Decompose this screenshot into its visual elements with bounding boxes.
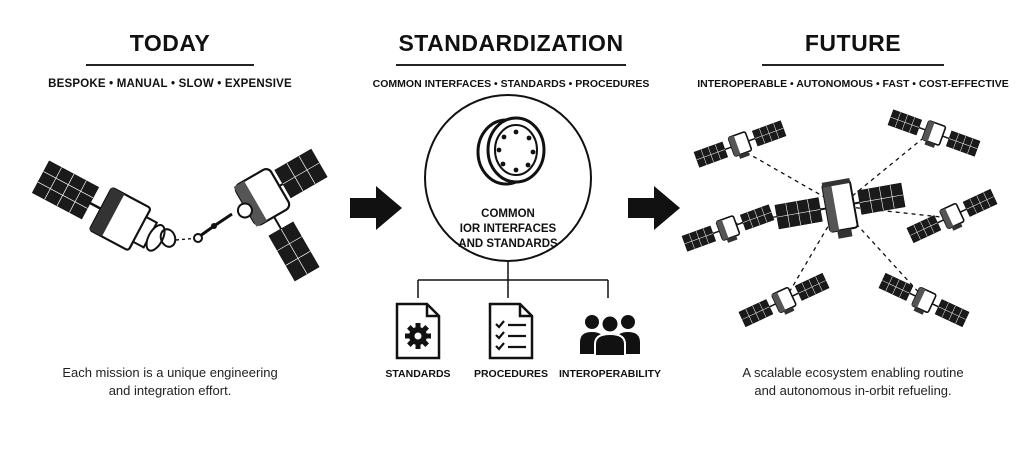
item-label-standards: STANDARDS — [385, 368, 451, 380]
satellite-icon — [875, 270, 971, 333]
circle-label-line: COMMON — [481, 208, 535, 220]
document-gear-icon — [395, 302, 441, 360]
caption-line: A scalable ecosystem enabling routine — [742, 365, 964, 380]
circle-label-line: IOR INTERFACES — [459, 223, 557, 235]
panel-future: FUTURE INTEROPERABLE • AUTONOMOUS • FAST… — [680, 0, 1024, 456]
satellite-network-illustration — [680, 107, 1001, 333]
satellite-icon — [692, 118, 789, 174]
panel-caption: Each mission is a unique engineering and… — [0, 364, 340, 400]
checklist-icon — [488, 302, 534, 360]
caption-line: and integration effort. — [108, 383, 232, 398]
circle-label: COMMON IOR INTERFACES AND STANDARDS — [424, 207, 592, 252]
satellite-icon — [737, 270, 833, 333]
title-rule — [762, 64, 944, 66]
panel-today: TODAY BESPOKE • MANUAL • SLOW • EXPENSIV… — [0, 0, 340, 456]
item-label-procedures: PROCEDURES — [473, 368, 549, 380]
panel-subtitle: BESPOKE • MANUAL • SLOW • EXPENSIVE — [48, 78, 292, 90]
arrow-right-icon — [628, 186, 680, 230]
satellite-icon — [771, 168, 910, 250]
docking-port-icon — [476, 116, 546, 186]
panel-standardization: STANDARDIZATION COMMON INTERFACES • STAN… — [340, 0, 682, 456]
satellite-icon — [905, 186, 1001, 249]
people-group-icon — [580, 314, 640, 357]
panel-title: STANDARDIZATION — [398, 30, 624, 56]
satellite-icon — [233, 148, 328, 282]
panel-caption: A scalable ecosystem enabling routine an… — [682, 364, 1024, 400]
arrow-right-icon — [350, 186, 402, 230]
panel-title: TODAY — [129, 30, 211, 56]
satellite-icon — [31, 160, 166, 252]
panel-subtitle: INTEROPERABLE • AUTONOMOUS • FAST • COST… — [697, 78, 1009, 90]
title-rule — [86, 64, 254, 66]
title-rule — [396, 64, 626, 66]
circle-label-line: AND STANDARDS — [458, 238, 558, 250]
satellite-icon — [885, 107, 982, 163]
panel-subtitle: COMMON INTERFACES • STANDARDS • PROCEDUR… — [372, 78, 650, 90]
item-label-interoperability: INTEROPERABILITY — [558, 368, 662, 380]
manual-docking-illustration — [31, 148, 328, 282]
caption-line: and autonomous in-orbit refueling. — [754, 383, 952, 398]
caption-line: Each mission is a unique engineering — [62, 365, 278, 380]
satellite-icon — [680, 202, 777, 258]
panel-title: FUTURE — [804, 30, 902, 56]
connector-tree — [417, 262, 609, 298]
